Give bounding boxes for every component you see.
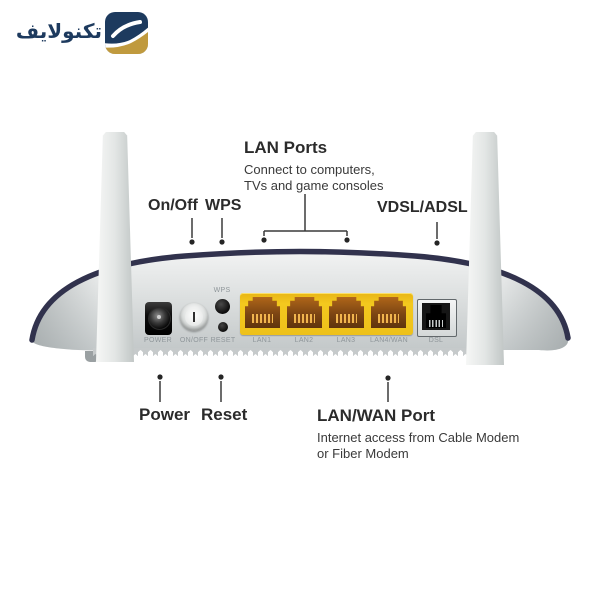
reset-button <box>218 322 228 332</box>
lan-wan-callout-desc1: Internet access from Cable Modem <box>317 430 520 445</box>
on-off-callout: On/Off <box>148 197 198 214</box>
panel-label-power: POWER <box>144 337 172 344</box>
lan-wan-callout-title: LAN/WAN Port <box>317 406 436 425</box>
panel-label-onoff: ON/OFF <box>179 337 209 344</box>
rj45-pins <box>294 314 315 323</box>
brand-name: تكنولايف <box>15 19 102 43</box>
panel-label-lan2: LAN2 <box>294 337 314 344</box>
lan-ports-callout-desc1: Connect to computers, <box>244 162 375 177</box>
panel-label-dsl: DSL <box>428 337 444 344</box>
ventilation-serration <box>93 348 500 356</box>
rj45-pins <box>378 314 399 323</box>
panel-label-wps: WPS <box>213 287 231 294</box>
wps-callout: WPS <box>205 197 242 214</box>
dsl-port-cavity <box>422 303 450 330</box>
antenna-right <box>466 132 504 365</box>
lan-ports-callout-desc2: TVs and game consoles <box>244 178 384 193</box>
power-jack-pin <box>157 315 161 319</box>
lan-port-block <box>240 293 413 335</box>
lan1-port <box>245 297 280 328</box>
panel-label-lan3: LAN3 <box>336 337 356 344</box>
lan2-port <box>287 297 322 328</box>
power-jack <box>145 302 172 335</box>
rj45-pins <box>252 314 273 323</box>
vdsl-adsl-callout: VDSL/ADSL <box>377 199 468 216</box>
panel-label-lan4-wan: LAN4/WAN <box>370 337 408 344</box>
on-off-button <box>180 303 208 331</box>
router-top-trim <box>29 248 571 343</box>
power-symbol-icon <box>193 312 195 322</box>
lan-ports-callout-title: LAN Ports <box>244 138 328 157</box>
antenna-left <box>96 132 134 362</box>
lan3-port <box>329 297 364 328</box>
reset-callout: Reset <box>201 405 248 424</box>
wps-button <box>215 299 230 314</box>
device-foot-left <box>85 351 100 362</box>
panel-label-lan1: LAN1 <box>252 337 272 344</box>
technolife-logo-icon <box>105 12 148 54</box>
rj11-pins <box>429 320 443 327</box>
lan-wan-callout-desc2: or Fiber Modem <box>317 446 409 461</box>
panel-label-reset: RESET <box>210 337 236 344</box>
dsl-port <box>417 299 457 337</box>
power-callout: Power <box>139 405 191 424</box>
lan4-wan-port <box>371 297 406 328</box>
rj45-pins <box>336 314 357 323</box>
